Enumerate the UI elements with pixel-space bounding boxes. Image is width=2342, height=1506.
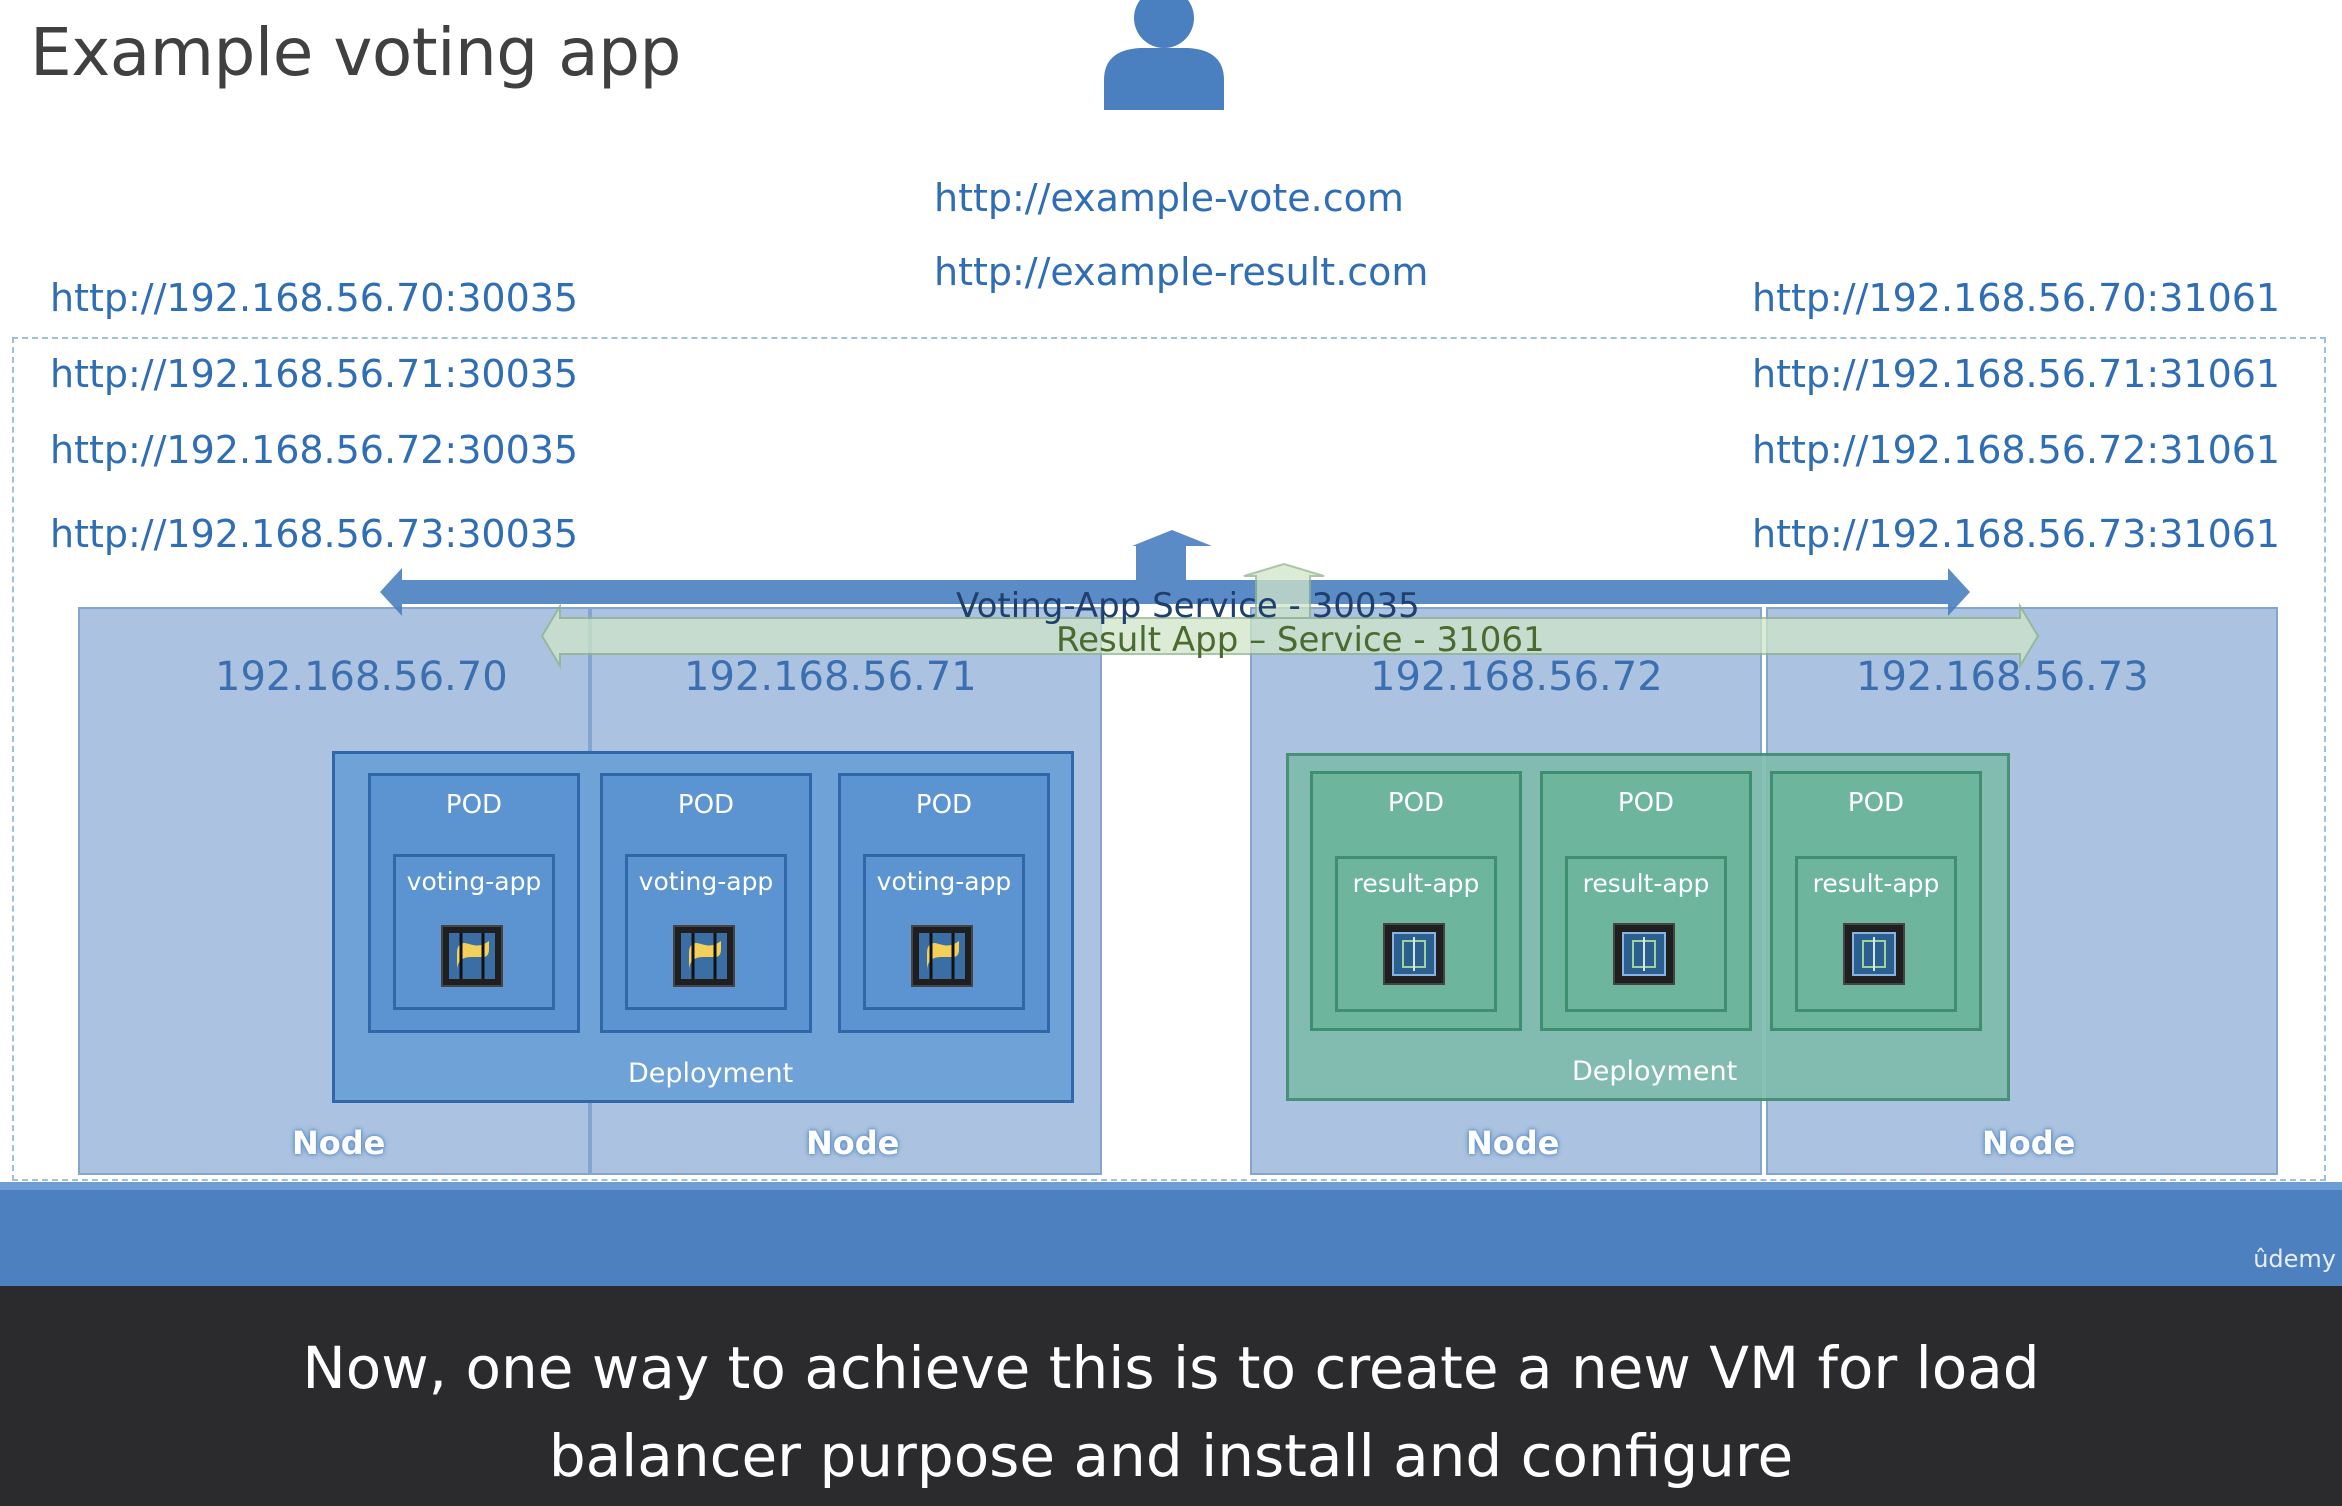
voting-pod: POD voting-app [600,773,812,1033]
node-label: Node [292,1124,386,1162]
app-label: result-app [1582,869,1710,898]
python-icon [673,925,735,987]
pod-label: POD [445,790,503,820]
pod-label: POD [1387,788,1445,818]
result-service-arrow [540,562,2040,670]
domain-url-vote[interactable]: http://example-vote.com [934,176,1404,220]
voting-app-container: voting-app [393,854,555,1010]
voting-pod: POD voting-app [838,773,1050,1033]
voting-service-label: Voting-App Service - 30035 [956,586,1420,626]
node-label: Node [806,1124,900,1162]
voting-node-url[interactable]: http://192.168.56.70:30035 [50,276,579,320]
result-pod: POD result-app [1310,771,1522,1031]
app-label: voting-app [406,867,542,896]
node-ip: 192.168.56.71 [684,654,977,700]
voting-app-container: voting-app [863,854,1025,1010]
voting-node-url[interactable]: http://192.168.56.73:30035 [50,512,579,556]
footer-divider [0,1182,2342,1192]
domain-url-result[interactable]: http://example-result.com [934,250,1429,294]
result-app-container: result-app [1565,856,1727,1012]
caption-line: balancer purpose and install and configu… [548,1422,1794,1490]
voting-node-url[interactable]: http://192.168.56.71:30035 [50,352,579,396]
service-arrows [380,530,2040,670]
result-node-url[interactable]: http://192.168.56.71:31061 [1752,352,2281,396]
udemy-logo: ûdemy [2253,1245,2336,1273]
pod-label: POD [677,790,735,820]
result-node-url[interactable]: http://192.168.56.70:31061 [1752,276,2281,320]
result-pod: POD result-app [1770,771,1982,1031]
node-label: Node [1982,1124,2076,1162]
app-label: voting-app [876,867,1012,896]
slide: Example voting app http://example-vote.c… [12,0,2326,1181]
nodejs-icon [1613,923,1675,985]
result-service-label: Result App – Service - 31061 [1056,620,1545,660]
cluster-boundary [12,337,2326,1181]
python-icon [441,925,503,987]
voting-node-url[interactable]: http://192.168.56.72:30035 [50,428,579,472]
voting-service-arrow [380,530,1970,616]
nodejs-icon [1843,923,1905,985]
app-label: result-app [1812,869,1940,898]
slide-title: Example voting app [30,14,681,91]
node-ip: 192.168.56.72 [1370,654,1663,700]
user-icon [1104,0,1224,110]
result-node-url[interactable]: http://192.168.56.72:31061 [1752,428,2281,472]
pod-label: POD [915,790,973,820]
app-label: voting-app [638,867,774,896]
voting-app-container: voting-app [625,854,787,1010]
node-label: Node [1466,1124,1560,1162]
nodejs-icon [1383,923,1445,985]
deployment-label: Deployment [1572,1056,1738,1087]
result-pod: POD result-app [1540,771,1752,1031]
pod-label: POD [1847,788,1905,818]
result-node-url[interactable]: http://192.168.56.73:31061 [1752,512,2281,556]
voting-pod: POD voting-app [368,773,580,1033]
node-ip: 192.168.56.70 [215,654,508,700]
caption-bar [0,1286,2342,1506]
node-ip: 192.168.56.73 [1856,654,2149,700]
app-label: result-app [1352,869,1480,898]
caption-line: Now, one way to achieve this is to creat… [302,1334,2040,1402]
deployment-label: Deployment [628,1058,794,1089]
result-app-container: result-app [1335,856,1497,1012]
python-icon [911,925,973,987]
slide-footer [0,1190,2342,1286]
pod-label: POD [1617,788,1675,818]
result-app-container: result-app [1795,856,1957,1012]
